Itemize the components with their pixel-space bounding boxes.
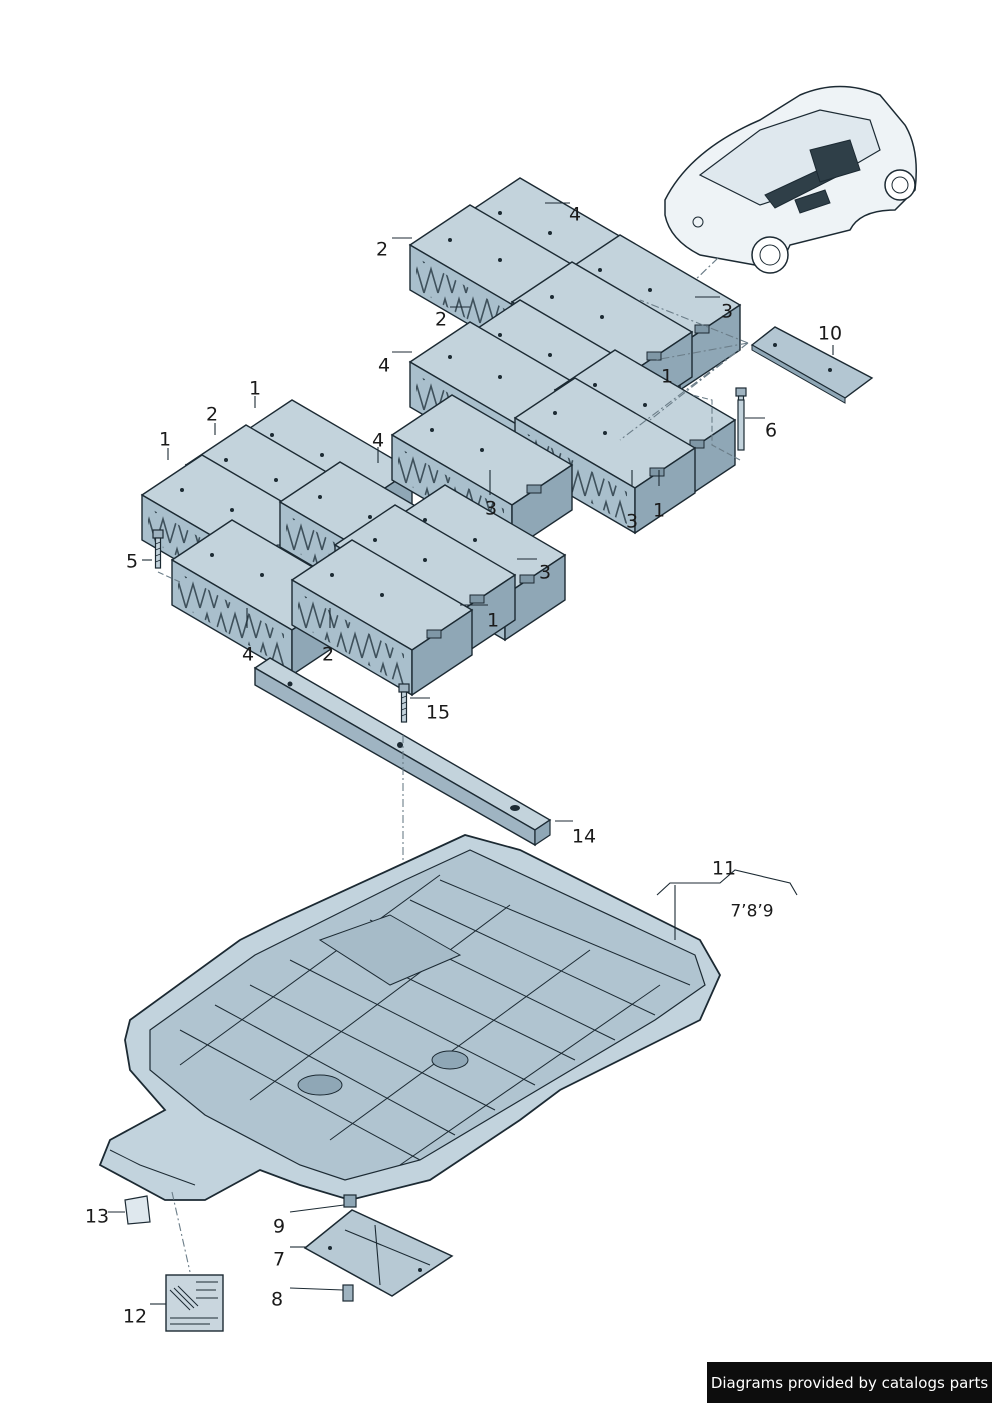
bolt-15 (398, 683, 410, 723)
callout-1-lower: 1 (486, 609, 500, 632)
cover-plate-7 (303, 1209, 454, 1297)
callout-4-left: 4 (371, 429, 385, 452)
callout-1-left: 1 (248, 377, 262, 400)
callout-5: 5 (125, 550, 139, 573)
callout-2-left: 2 (205, 403, 219, 426)
callout-15: 15 (425, 701, 451, 724)
vehicle-icon (664, 85, 917, 274)
callout-9: 9 (272, 1215, 286, 1238)
label-13 (124, 1195, 151, 1225)
callout-3-topright: 3 (720, 300, 734, 323)
crossmember-rail-14 (253, 657, 552, 847)
callout-11: 11 (711, 857, 737, 880)
callout-4-mid: 4 (377, 354, 391, 377)
callout-12: 12 (122, 1305, 148, 1328)
bolt-8 (342, 1284, 354, 1302)
callout-2-bottom: 2 (321, 643, 335, 666)
credit-banner: Diagrams provided by catalogs parts (707, 1362, 992, 1403)
callout-1-mid: 1 (660, 365, 674, 388)
callout-3-lower: 3 (538, 561, 552, 584)
callout-13: 13 (84, 1205, 110, 1228)
callout-14: 14 (571, 825, 597, 848)
callout-7: 7 (272, 1248, 286, 1271)
callout-4-bottom: 4 (241, 643, 255, 666)
callout-3-center: 3 (484, 497, 498, 520)
callout-4-top: 4 (568, 203, 582, 226)
cover-plate-10 (750, 326, 874, 404)
callout-2-top: 2 (375, 238, 389, 261)
callout-1-right: 1 (652, 499, 666, 522)
callout-11-references: 7’8’9 (730, 901, 774, 922)
nut-9 (343, 1194, 357, 1208)
bolt-6 (735, 387, 747, 451)
battery-module-group-left (141, 394, 573, 696)
callout-10: 10 (817, 322, 843, 345)
callout-2-mid: 2 (434, 308, 448, 331)
callout-3-right: 3 (625, 510, 639, 533)
callout-6: 6 (764, 419, 778, 442)
leader-lines (108, 202, 834, 1305)
label-12 (165, 1274, 224, 1332)
battery-tray-11 (98, 834, 722, 1201)
callout-1-leftb: 1 (158, 428, 172, 451)
callout-8: 8 (270, 1288, 284, 1311)
